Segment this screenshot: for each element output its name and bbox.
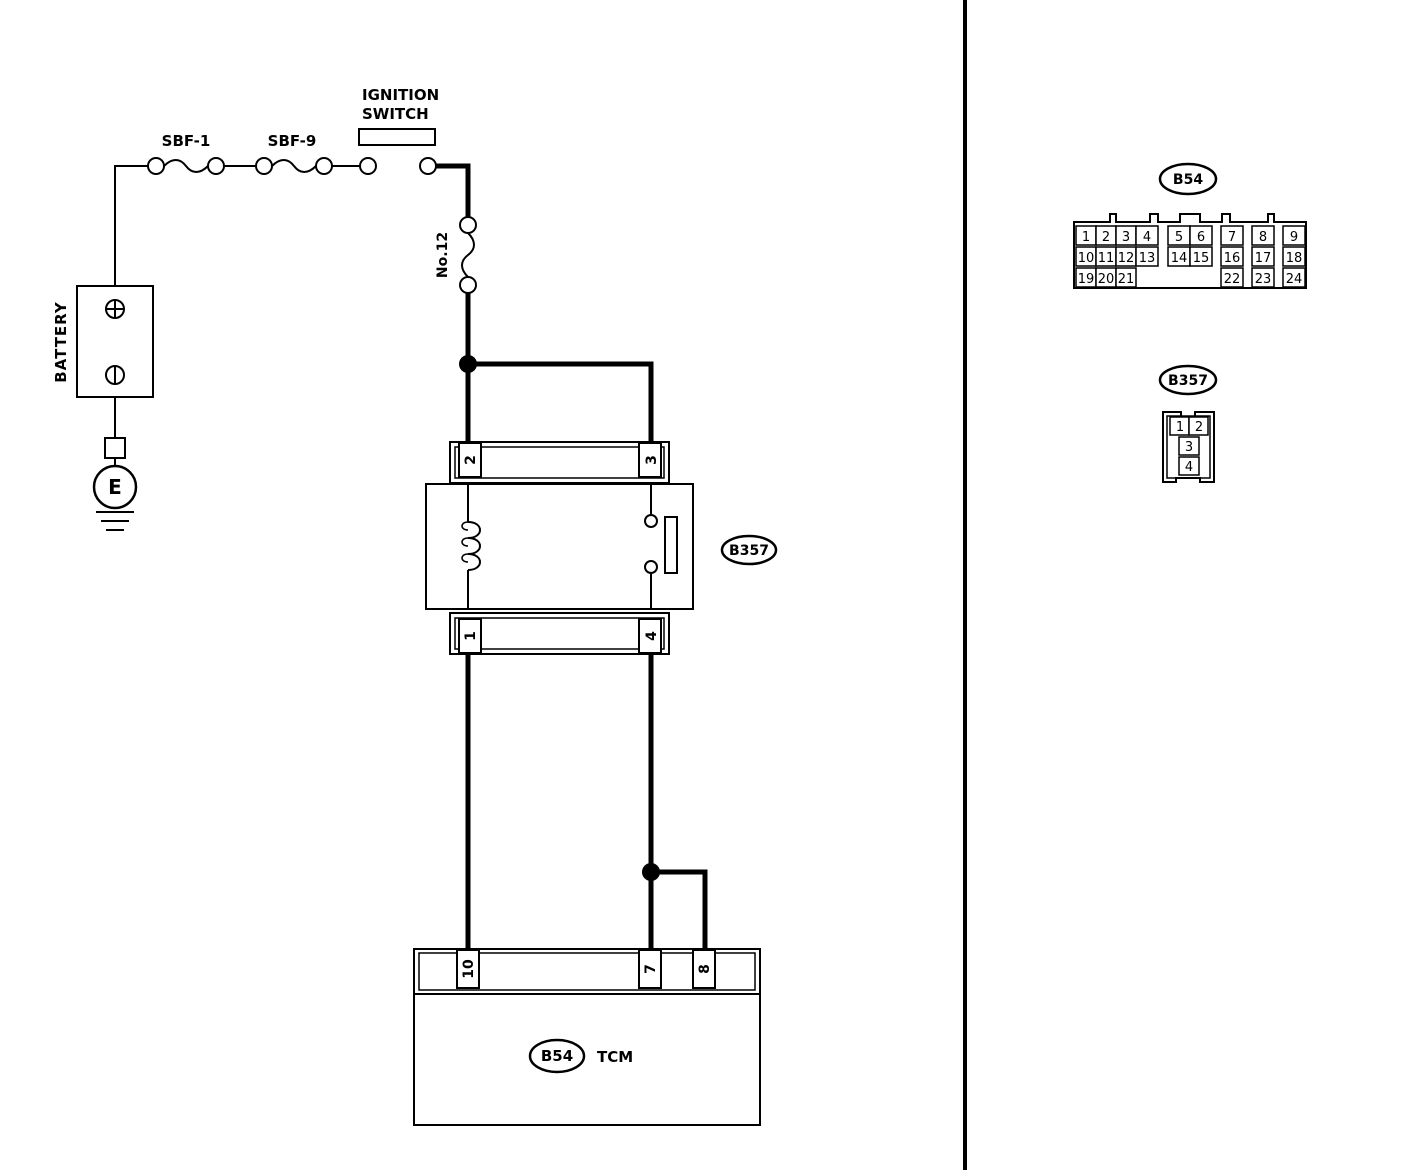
relay-bottom-connector-inner — [454, 617, 665, 650]
junction-dot-top — [459, 355, 477, 373]
tcm-pin-7: 7 — [643, 964, 659, 974]
b54-cell: 11 — [1098, 251, 1115, 266]
fuse-sbf9-label: SBF-9 — [268, 132, 317, 150]
b54-cell: 17 — [1255, 251, 1272, 266]
ground-connector — [104, 437, 126, 459]
relay-contact-upper — [644, 514, 658, 528]
battery-group: BATTERY E — [52, 165, 154, 531]
b54-cell: 23 — [1255, 272, 1272, 287]
b54-cell: 6 — [1197, 230, 1205, 245]
fuse-no12-label: No.12 — [435, 232, 451, 278]
relay-body — [425, 483, 694, 610]
connector-view-b54: B54 1 — [1073, 162, 1307, 289]
b54-cell: 12 — [1118, 251, 1135, 266]
b357-view-callout — [1158, 364, 1218, 396]
tcm-connector-callout — [528, 1038, 586, 1074]
ignition-label-line2: SWITCH — [362, 105, 429, 123]
b54-cell: 13 — [1139, 251, 1156, 266]
relay-coil — [467, 521, 481, 571]
fuse-chain: SBF-1 SBF-9 IGNITION SWITCH — [147, 86, 439, 175]
tcm-label: TCM — [597, 1048, 633, 1066]
fuse-sbf9-element — [271, 159, 317, 173]
b357-view-label: B357 — [1168, 373, 1208, 389]
wire-junction-to-tcm-pin8 — [651, 869, 708, 949]
b54-cell: 9 — [1290, 230, 1298, 245]
tcm-connector-label: B54 — [541, 1047, 573, 1065]
b54-cell: 3 — [1122, 230, 1130, 245]
b357-cell: 3 — [1185, 440, 1193, 455]
wire-junction-to-relay-pin3 — [468, 361, 654, 442]
ignition-label-line1: IGNITION — [362, 86, 439, 104]
b54-view-label: B54 — [1173, 172, 1203, 188]
relay-pin-2: 2 — [463, 455, 479, 465]
tcm-b54: 10 7 8 B54 TCM — [413, 948, 761, 1126]
b54-cell: 16 — [1224, 251, 1241, 266]
b54-cell: 15 — [1193, 251, 1210, 266]
b54-cell: 14 — [1171, 251, 1188, 266]
ignition-contact-left — [359, 157, 377, 175]
thick-wiring — [436, 163, 708, 949]
battery-label: BATTERY — [52, 301, 70, 383]
b54-cell: 7 — [1228, 230, 1236, 245]
relay-pin-1: 1 — [463, 631, 479, 641]
tcm-connector-inner — [418, 952, 756, 991]
b54-cell: 24 — [1286, 272, 1303, 287]
b54-cell: 19 — [1078, 272, 1095, 287]
b54-cell: 8 — [1259, 230, 1267, 245]
b54-cell: 4 — [1143, 230, 1151, 245]
relay-contact-lower — [644, 560, 658, 574]
relay-pin-4: 4 — [644, 631, 660, 641]
tcm-pin-8: 8 — [697, 964, 713, 974]
relay-pin-3: 3 — [644, 455, 660, 465]
connector-view-b357: B357 1 2 3 4 — [1158, 364, 1218, 483]
ground-label: E — [108, 475, 122, 499]
relay-armature — [664, 516, 678, 574]
ignition-contact-right — [419, 157, 437, 175]
wire-ignition-to-no12 — [436, 163, 471, 217]
b54-cell: 2 — [1102, 230, 1110, 245]
b54-cell: 22 — [1224, 272, 1241, 287]
relay-top-connector-outer — [449, 441, 670, 484]
junction-dot-bottom — [642, 863, 660, 881]
relay-b357: 2 3 1 4 B357 — [425, 441, 778, 655]
relay-connector-callout — [720, 534, 778, 566]
relay-top-connector-inner — [454, 446, 665, 479]
b357-cell: 1 — [1176, 420, 1184, 435]
b54-view-callout — [1158, 162, 1218, 196]
b54-cell: 18 — [1286, 251, 1303, 266]
b54-cell: 10 — [1078, 251, 1095, 266]
b54-cell: 5 — [1175, 230, 1183, 245]
b357-cell: 4 — [1185, 460, 1193, 475]
fuse-sbf1-element — [163, 159, 209, 173]
b54-cell: 21 — [1118, 272, 1135, 287]
b54-cell: 20 — [1098, 272, 1115, 287]
relay-bottom-connector-outer — [449, 612, 670, 655]
b357-cell: 2 — [1195, 420, 1203, 435]
b54-cell: 1 — [1082, 230, 1090, 245]
wire-battery-positive — [114, 165, 148, 286]
ignition-switch-bar — [358, 128, 436, 146]
relay-connector-label: B357 — [729, 543, 769, 559]
fuse-no12: No.12 — [435, 216, 477, 294]
fuse-no12-element — [461, 232, 475, 278]
tcm-pin-10: 10 — [461, 959, 477, 979]
fuse-sbf1-label: SBF-1 — [162, 132, 211, 150]
tcm-body — [413, 993, 761, 1126]
ground-circle — [92, 464, 138, 510]
